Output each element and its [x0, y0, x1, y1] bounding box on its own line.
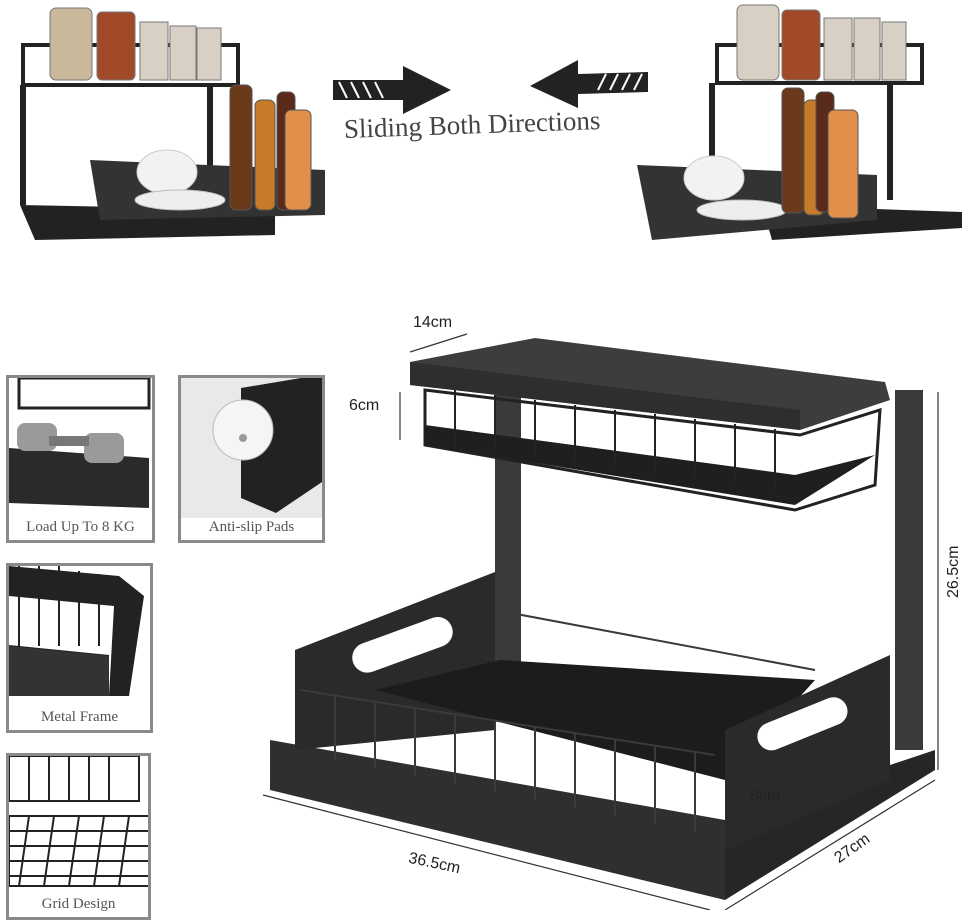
- rack-diagram: [262, 333, 939, 910]
- feature-label-load: Load Up To 8 KG: [26, 519, 135, 535]
- dimension-total-height: 26.5cm: [945, 545, 962, 598]
- feature-panel-antislip: Anti-slip Pads: [178, 375, 325, 543]
- arrow-left-icon: [530, 60, 648, 108]
- feature-label-antislip: Anti-slip Pads: [208, 519, 295, 535]
- feature-image-antislip: [181, 378, 322, 518]
- dimension-drawer-height: 8cm: [750, 788, 781, 805]
- feature-image-grid: [9, 756, 148, 887]
- dimension-top-height: 6cm: [349, 397, 380, 414]
- arrow-right-icon: [333, 66, 451, 114]
- feature-panel-grid: Grid Design: [6, 753, 151, 920]
- feature-panel-load: Load Up To 8 KG: [6, 375, 155, 543]
- feature-image-load: [9, 378, 151, 508]
- dimension-lines: [262, 333, 939, 910]
- dimension-top-depth: 14cm: [413, 314, 453, 331]
- feature-label-frame: Metal Frame: [40, 709, 119, 725]
- feature-label-grid: Grid Design: [41, 896, 116, 912]
- feature-panel-frame: Metal Frame: [6, 563, 153, 733]
- product-photo-slide-left: [637, 4, 962, 240]
- feature-image-frame: [9, 566, 144, 696]
- product-photo-slide-right: [20, 7, 325, 240]
